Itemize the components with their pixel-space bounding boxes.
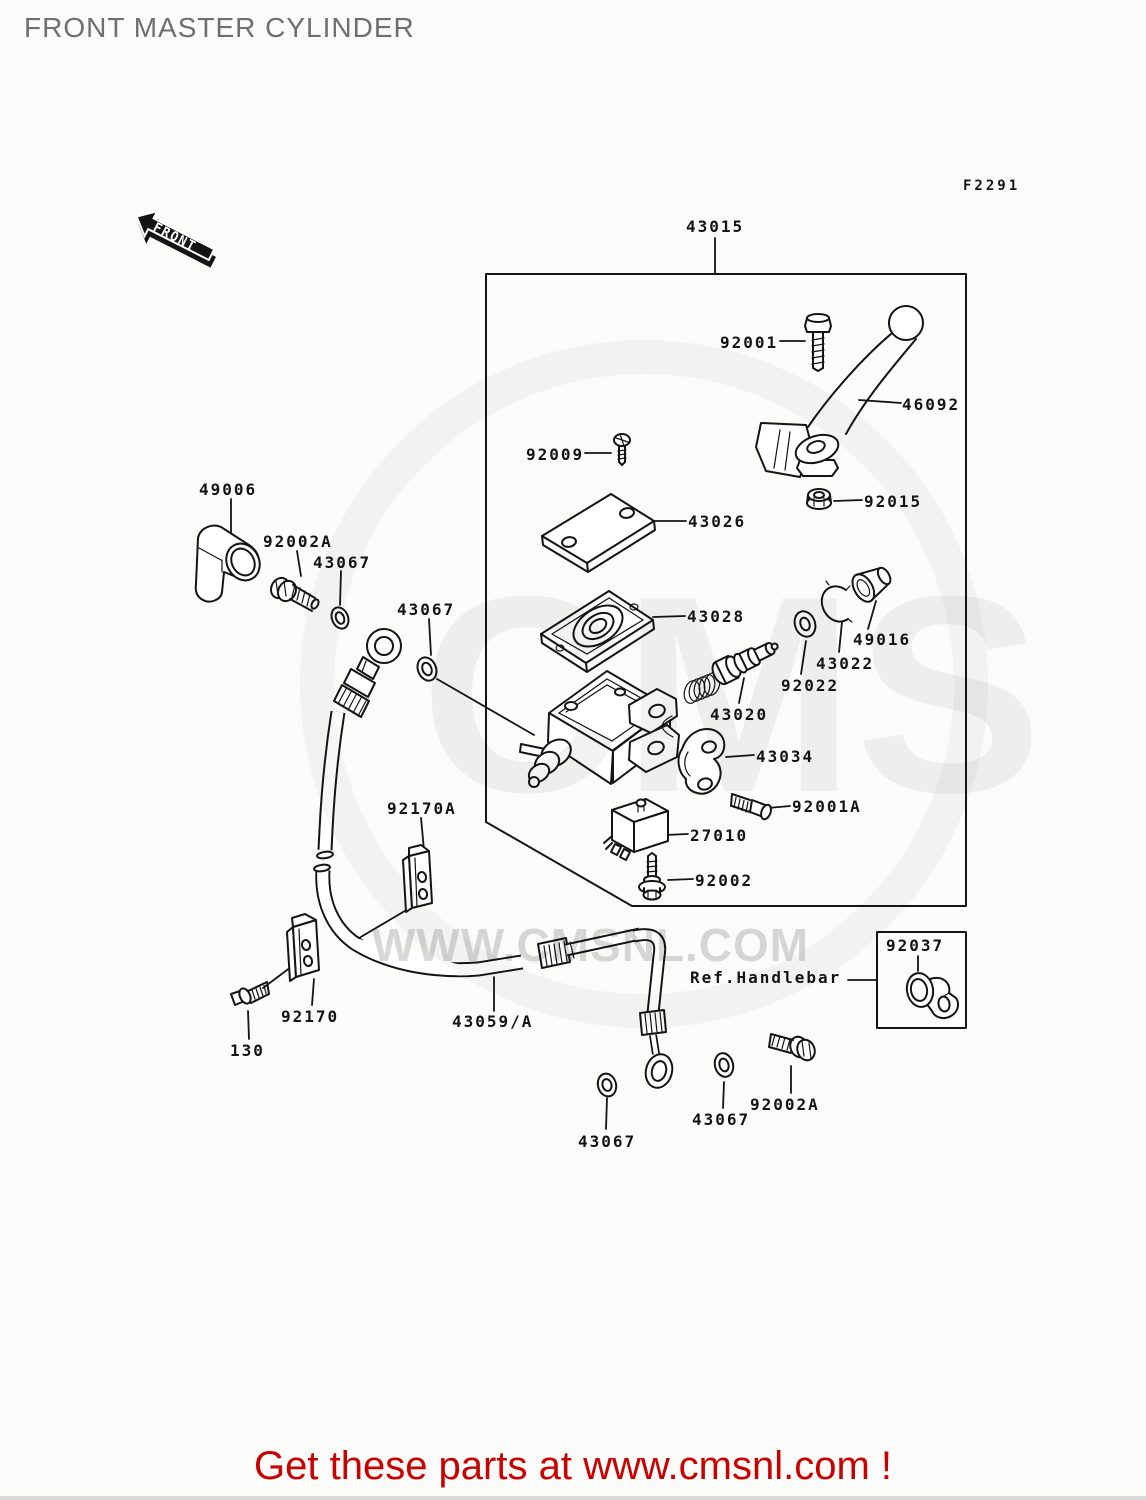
part-drawing-bolt-130: [231, 982, 269, 1005]
part-label-43022: 43022: [816, 654, 875, 673]
leader-line: [868, 601, 876, 629]
part-label-43067-d: 43067: [578, 1132, 637, 1151]
part-drawing-screw-92002: [639, 853, 665, 900]
ref-handlebar-label: Ref.Handlebar: [690, 968, 842, 987]
part-label-46092: 46092: [902, 395, 961, 414]
part-drawing-bolt-92001: [805, 314, 831, 371]
leader-line: [653, 616, 685, 617]
part-drawing-banjo-bolt-92002a-lower: [769, 1034, 818, 1063]
part-label-92022: 92022: [781, 676, 840, 695]
part-drawing-washer-43067-d: [712, 1051, 736, 1079]
assembly-group-box: [486, 274, 966, 906]
leader-line: [606, 1098, 607, 1129]
part-label-92009: 92009: [526, 445, 585, 464]
part-drawing-washer-43067-b: [414, 655, 440, 684]
part-label-43028: 43028: [687, 607, 746, 626]
leader-line: [668, 879, 693, 880]
leader-line: [340, 571, 341, 605]
part-drawing-diaphragm-43028: [541, 591, 654, 672]
part-label-92037: 92037: [886, 936, 945, 955]
part-drawing-screw-92009: [614, 434, 630, 465]
part-drawing-bolt-92001a: [731, 794, 773, 821]
leader-line: [248, 1011, 249, 1039]
front-direction-arrow: FRONT: [128, 204, 218, 268]
part-label-92002a-lower: 92002A: [750, 1095, 820, 1114]
part-label-43026: 43026: [688, 512, 747, 531]
part-label-92170a: 92170A: [387, 799, 457, 818]
part-drawing-cup-49016: [848, 561, 896, 606]
leader-line: [834, 500, 862, 501]
figure-code: F2291: [963, 178, 1021, 194]
part-label-27010: 27010: [690, 826, 749, 845]
leader-line: [739, 678, 744, 703]
bottom-edge-strip: [0, 1496, 1146, 1500]
leader-line: [297, 551, 301, 576]
part-drawing-bracket-92170a: [403, 845, 432, 912]
leader-line: [726, 755, 754, 757]
part-drawing-brake-lever-46092: [756, 306, 923, 477]
part-drawing-clamp-43034: [679, 729, 725, 794]
part-drawing-washer-92022: [791, 608, 819, 639]
part-drawing-brake-hose-43059: [314, 629, 676, 1091]
part-label-130: 130: [230, 1041, 265, 1060]
part-label-49016: 49016: [853, 630, 912, 649]
footer-banner: Get these parts at www.cmsnl.com !: [254, 1444, 892, 1488]
leader-line: [312, 979, 314, 1005]
leader-line: [421, 818, 424, 850]
part-label-43020: 43020: [710, 705, 769, 724]
leader-line: [839, 622, 842, 652]
leader-line: [429, 619, 431, 655]
part-drawing-elbow-boot-49006: [196, 526, 266, 602]
page-title: FRONT MASTER CYLINDER: [24, 12, 415, 43]
part-drawing-circlip-43022: [822, 581, 852, 622]
part-label-43067-a: 43067: [313, 553, 372, 572]
part-drawing-piston-43020: [682, 634, 783, 705]
part-label-92001a: 92001A: [792, 797, 862, 816]
part-label-92015: 92015: [864, 492, 923, 511]
part-drawing-bracket-92170: [287, 914, 319, 981]
front-arrow-face: [130, 204, 218, 267]
part-label-92170: 92170: [281, 1007, 340, 1026]
part-label-92002a-upper: 92002A: [263, 532, 333, 551]
part-drawing-switch-27010: [604, 799, 668, 860]
part-drawing-clamp-92037: [904, 971, 958, 1018]
part-label-92001: 92001: [720, 333, 779, 352]
part-drawing-nut-92015: [807, 489, 831, 509]
part-label-43015: 43015: [686, 217, 745, 236]
leader-line: [723, 1082, 724, 1108]
part-drawing-washer-43067-a: [328, 605, 351, 631]
part-label-92002: 92002: [695, 871, 754, 890]
part-drawing-cylinder-body: [520, 671, 679, 787]
part-drawing-reservoir-cap-43026: [542, 494, 655, 572]
part-drawing-banjo-bolt-92002a-upper: [268, 575, 320, 611]
part-label-49006: 49006: [199, 480, 258, 499]
part-label-43067-b: 43067: [397, 600, 456, 619]
part-drawing-washer-43067-c: [595, 1072, 618, 1099]
leader-line: [437, 679, 534, 735]
part-label-43034: 43034: [756, 747, 815, 766]
part-label-43059a: 43059/A: [452, 1012, 534, 1031]
leader-line: [801, 641, 806, 674]
part-label-43067-c: 43067: [692, 1110, 751, 1129]
